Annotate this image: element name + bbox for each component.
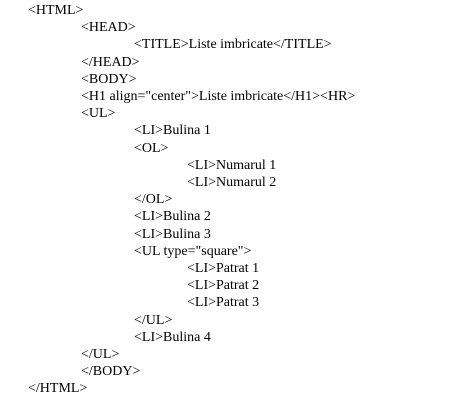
code-line: <OL> [134,140,169,156]
code-line: <H1 align="center">Liste imbricate</H1><… [81,89,356,104]
code-line: <HEAD> [81,20,136,36]
code-line: <LI>Numarul 2 [187,175,277,190]
code-line: <BODY> [81,71,137,87]
code-line: </HEAD> [81,54,140,70]
code-line: </UL> [134,312,173,328]
code-line: <LI>Bulina 1 [134,123,211,139]
code-line: </UL> [81,347,120,362]
code-line: <LI>Numarul 1 [187,157,277,173]
code-line: <UL> [81,106,116,122]
code-line: <LI>Patrat 3 [187,295,260,311]
code-line: <LI>Patrat 1 [187,261,260,276]
code-line: <LI>Bulina 3 [134,226,211,242]
code-line: </BODY> [81,364,141,380]
code-line: <LI>Bulina 4 [134,329,211,345]
code-line: </HTML> [28,381,88,397]
code-line: <TITLE>Liste imbricate</TITLE> [134,37,332,53]
code-line: <HTML> [28,3,84,18]
code-line: <LI>Bulina 2 [134,209,211,225]
code-line: <LI>Patrat 2 [187,278,260,294]
code-line: <UL type="square"> [134,243,252,259]
code-line: </OL> [134,192,173,208]
